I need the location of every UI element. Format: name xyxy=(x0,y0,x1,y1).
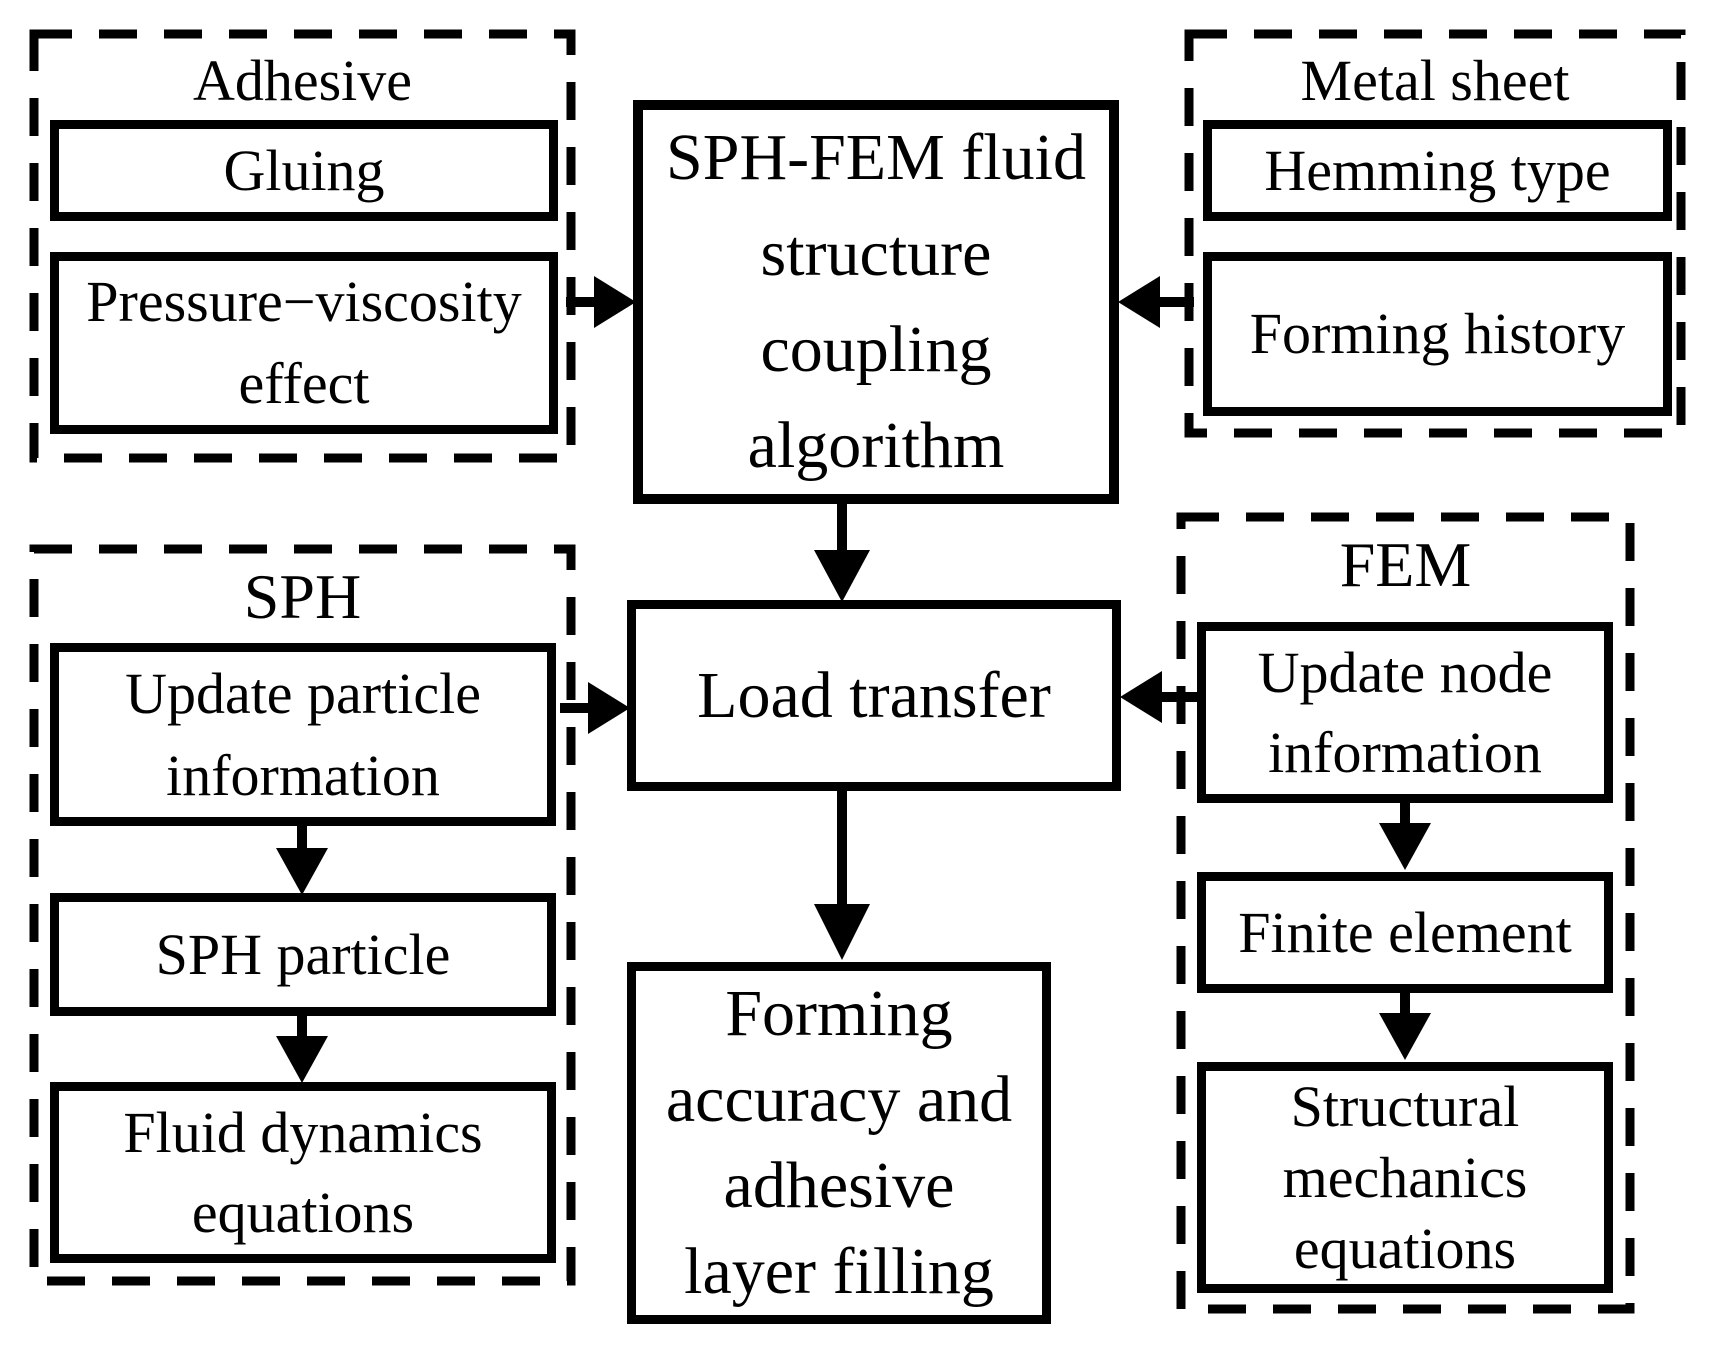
node-pressure-viscosity-effect: Pressure−viscosity effect xyxy=(50,252,558,434)
node-fluid-dynamics-equations: Fluid dynamics equations xyxy=(50,1082,556,1263)
node-hemming-type: Hemming type xyxy=(1203,120,1672,221)
arrow-metal-sheet-to-coupling xyxy=(1118,276,1194,328)
arrow-update-node-to-finite-element xyxy=(1379,802,1431,870)
arrow-sph-to-load-transfer xyxy=(560,682,630,734)
group-title-fem: FEM xyxy=(1339,529,1472,600)
node-forming-history: Forming history xyxy=(1203,252,1672,416)
group-outline-sph xyxy=(29,544,576,1286)
arrow-load-transfer-to-result xyxy=(814,790,870,960)
node-sph-particle: SPH particle xyxy=(50,893,556,1016)
arrow-coupling-to-load-transfer xyxy=(814,503,870,602)
node-update-particle-information: Update particle information xyxy=(50,643,556,826)
node-coupling-algorithm: SPH-FEM fluid structure coupling algorit… xyxy=(633,100,1119,504)
node-finite-element: Finite element xyxy=(1197,872,1613,993)
arrow-finite-element-to-structural-mechanics xyxy=(1379,992,1431,1060)
arrow-fem-to-load-transfer xyxy=(1120,671,1198,723)
node-forming-accuracy-result: Forming accuracy and adhesive layer fill… xyxy=(627,962,1051,1324)
group-outline-metal-sheet xyxy=(1184,29,1686,438)
group-outline-fem xyxy=(1176,512,1635,1314)
group-title-metal-sheet: Metal sheet xyxy=(1300,48,1570,113)
group-outline-adhesive xyxy=(29,29,576,463)
arrow-adhesive-to-coupling xyxy=(566,276,636,328)
arrow-update-particle-to-sph-particle xyxy=(276,825,328,895)
node-update-node-information: Update node information xyxy=(1197,622,1613,803)
group-title-sph: SPH xyxy=(243,561,362,632)
node-structural-mechanics-equations: Structural mechanics equations xyxy=(1197,1062,1613,1293)
arrow-sph-particle-to-fluid-dynamics xyxy=(276,1015,328,1083)
node-gluing: Gluing xyxy=(50,120,558,221)
group-title-adhesive: Adhesive xyxy=(192,48,413,113)
node-load-transfer: Load transfer xyxy=(627,600,1121,791)
